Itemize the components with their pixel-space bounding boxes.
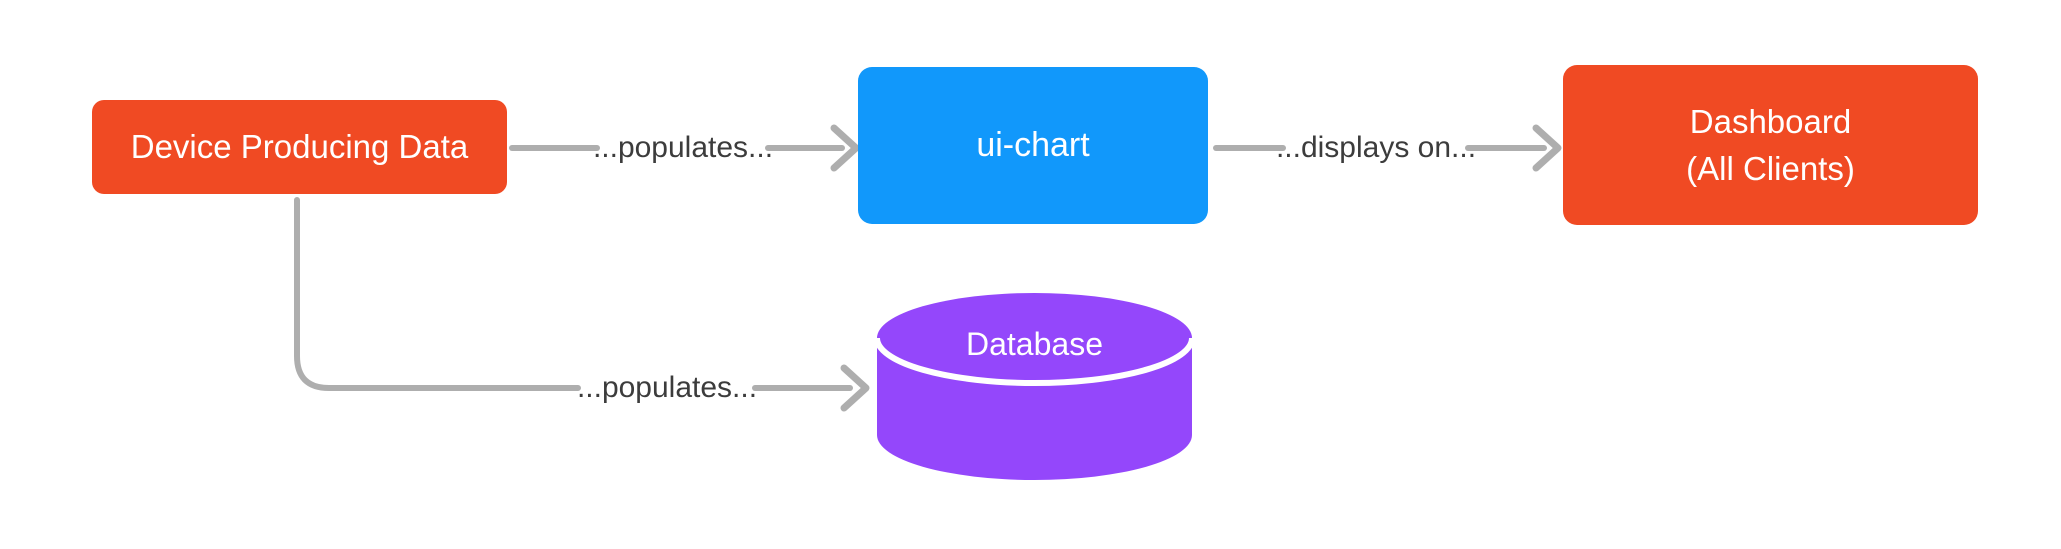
node-dashboard-label-line2: (All Clients) [1686,150,1855,187]
edge-label-text: ...displays on... [1275,131,1477,164]
edge-label-displays-on: ...displays on... [1256,131,1496,165]
arrowhead-icon [830,124,860,172]
node-database [874,293,1195,480]
edge-label-populates-bottom: ...populates... [547,371,787,405]
edge-uichart-to-dashboard [1213,124,1562,172]
node-database-label: Database [877,320,1192,368]
edge-label-text: ...populates... [576,371,758,404]
database-label-text: Database [966,325,1103,362]
database-cylinder-body [877,293,1192,480]
edge-device-to-database [294,197,870,412]
edge-label-text: ...populates... [592,131,774,164]
edge-device-to-uichart [509,124,860,172]
node-ui-chart: ui-chart [858,67,1208,224]
node-dashboard: Dashboard (All Clients) [1563,65,1978,225]
database-cylinder-separator [874,337,1195,386]
node-device-producing-data: Device Producing Data [92,100,507,194]
arrowhead-icon [1532,124,1562,172]
edge-line-segment [294,197,581,391]
node-ui-chart-label: ui-chart [976,126,1090,164]
arrowhead-icon [840,364,870,412]
edge-label-populates-top: ...populates... [563,131,803,165]
node-device-label: Device Producing Data [130,128,469,165]
node-dashboard-label-line1: Dashboard [1689,103,1852,140]
